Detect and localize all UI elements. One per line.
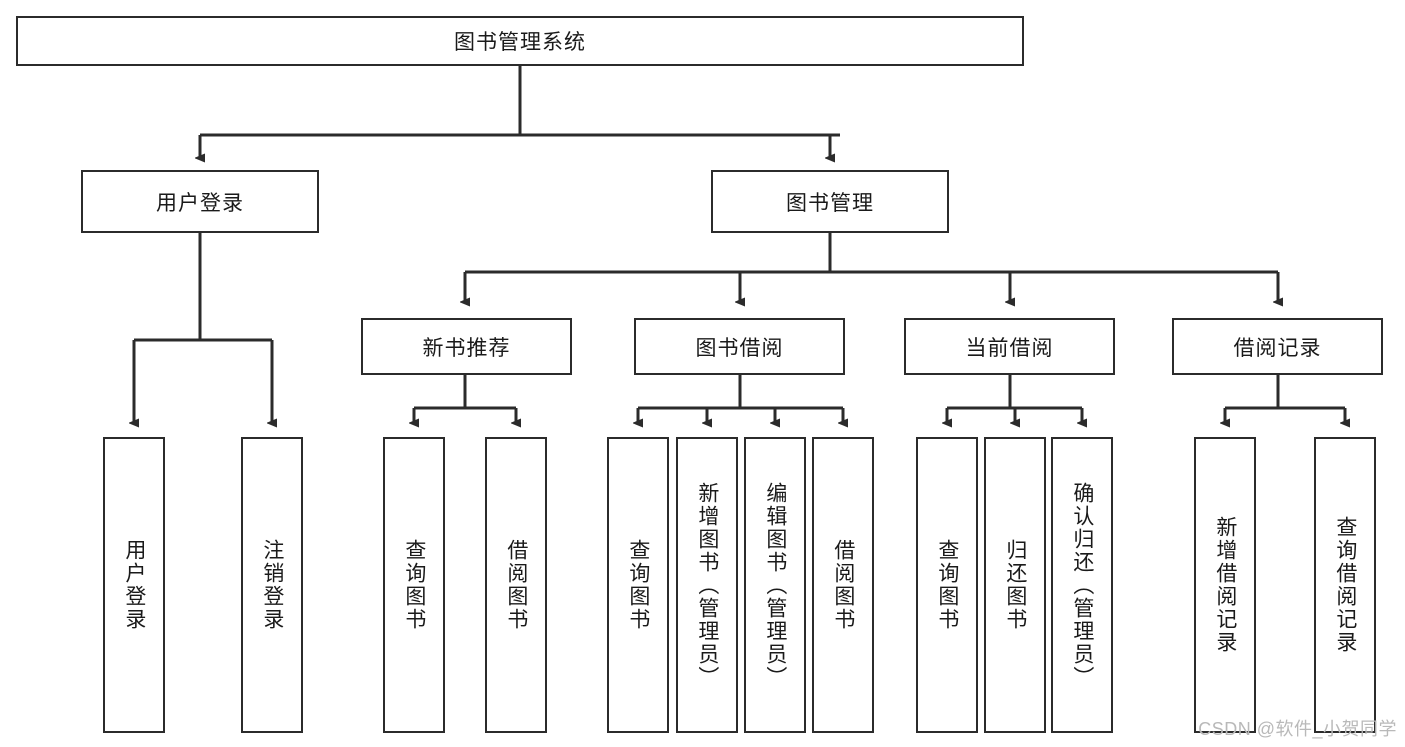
node-leaf-add-book-label: 新增图书（管理员） (695, 481, 719, 689)
node-book-borrow[interactable]: 图书借阅 (634, 318, 845, 375)
node-leaf-confirm-return[interactable]: 确认归还（管理员） (1051, 437, 1113, 733)
node-borrow-record-label: 借阅记录 (1233, 336, 1322, 360)
node-user-login[interactable]: 用户登录 (81, 170, 319, 233)
node-leaf-query-book-1[interactable]: 查询图书 (383, 437, 445, 733)
node-leaf-user-logout-label: 注销登录 (260, 539, 284, 631)
node-leaf-return-book-label: 归还图书 (1003, 539, 1027, 631)
node-leaf-user-login-label: 用户登录 (122, 539, 146, 631)
node-book-management[interactable]: 图书管理 (711, 170, 949, 233)
node-leaf-user-login[interactable]: 用户登录 (103, 437, 165, 733)
node-leaf-add-record[interactable]: 新增借阅记录 (1194, 437, 1256, 733)
node-new-book-recommend-label: 新书推荐 (422, 336, 511, 360)
node-leaf-edit-book[interactable]: 编辑图书（管理员） (744, 437, 806, 733)
node-root-label: 图书管理系统 (454, 31, 586, 54)
node-leaf-query-book-2-label: 查询图书 (626, 539, 650, 631)
node-leaf-borrow-book-1-label: 借阅图书 (504, 539, 528, 631)
node-leaf-query-book-1-label: 查询图书 (402, 539, 426, 631)
node-root[interactable]: 图书管理系统 (16, 16, 1024, 66)
node-leaf-borrow-book-2-label: 借阅图书 (831, 539, 855, 631)
node-leaf-query-book-3[interactable]: 查询图书 (916, 437, 978, 733)
node-leaf-borrow-book-2[interactable]: 借阅图书 (812, 437, 874, 733)
node-current-borrow[interactable]: 当前借阅 (904, 318, 1115, 375)
node-new-book-recommend[interactable]: 新书推荐 (361, 318, 572, 375)
node-leaf-add-record-label: 新增借阅记录 (1213, 516, 1237, 654)
node-borrow-record[interactable]: 借阅记录 (1172, 318, 1383, 375)
node-book-management-label: 图书管理 (786, 191, 874, 215)
node-leaf-query-book-2[interactable]: 查询图书 (607, 437, 669, 733)
node-leaf-edit-book-label: 编辑图书（管理员） (763, 481, 787, 689)
node-leaf-user-logout[interactable]: 注销登录 (241, 437, 303, 733)
node-leaf-confirm-return-label: 确认归还（管理员） (1070, 481, 1094, 689)
node-leaf-query-record[interactable]: 查询借阅记录 (1314, 437, 1376, 733)
node-leaf-add-book[interactable]: 新增图书（管理员） (676, 437, 738, 733)
node-leaf-borrow-book-1[interactable]: 借阅图书 (485, 437, 547, 733)
node-leaf-return-book[interactable]: 归还图书 (984, 437, 1046, 733)
node-leaf-query-book-3-label: 查询图书 (935, 539, 959, 631)
watermark: CSDN @软件_小贺同学 (1198, 719, 1397, 739)
node-book-borrow-label: 图书借阅 (695, 336, 784, 360)
node-current-borrow-label: 当前借阅 (965, 336, 1054, 360)
node-user-login-label: 用户登录 (156, 191, 244, 215)
node-leaf-query-record-label: 查询借阅记录 (1333, 516, 1357, 654)
